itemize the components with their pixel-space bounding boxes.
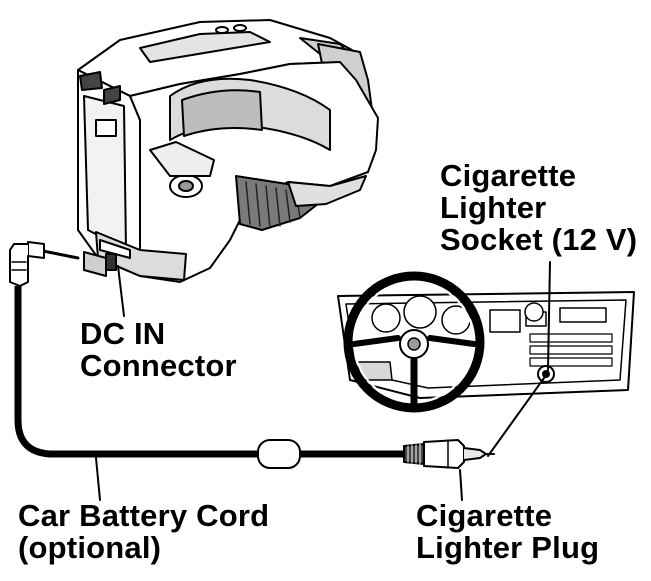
socket-leader-line xyxy=(547,261,551,371)
plug-label: Cigarette Lighter Plug xyxy=(416,500,599,564)
socket-label-line3: Socket (12 V) xyxy=(440,222,638,257)
car-dashboard-illustration xyxy=(337,271,635,413)
ferrite-core xyxy=(257,439,301,469)
car-battery-cord xyxy=(9,241,495,469)
socket-label-line1: Cigarette xyxy=(440,158,577,193)
cord-label-line2: (optional) xyxy=(18,530,162,565)
plug-label-line2: Lighter Plug xyxy=(416,530,600,565)
plug-leader-line xyxy=(459,469,463,501)
socket-label-line2: Lighter xyxy=(440,190,547,225)
cord-label: Car Battery Cord (optional) xyxy=(18,500,269,564)
camcorder-illustration xyxy=(77,19,379,283)
socket-label: Cigarette Lighter Socket (12 V) xyxy=(440,160,637,256)
plug-label-line1: Cigarette xyxy=(416,498,553,533)
dc-in-label: DC IN Connector xyxy=(80,318,237,382)
cord-leader-line xyxy=(95,457,101,501)
dc-in-label-line2: Connector xyxy=(80,348,237,383)
dc-in-leader-line xyxy=(117,265,125,317)
cord-label-line1: Car Battery Cord xyxy=(18,498,270,533)
dc-in-label-line1: DC IN xyxy=(80,316,166,351)
socket-to-plug-line xyxy=(487,377,545,457)
